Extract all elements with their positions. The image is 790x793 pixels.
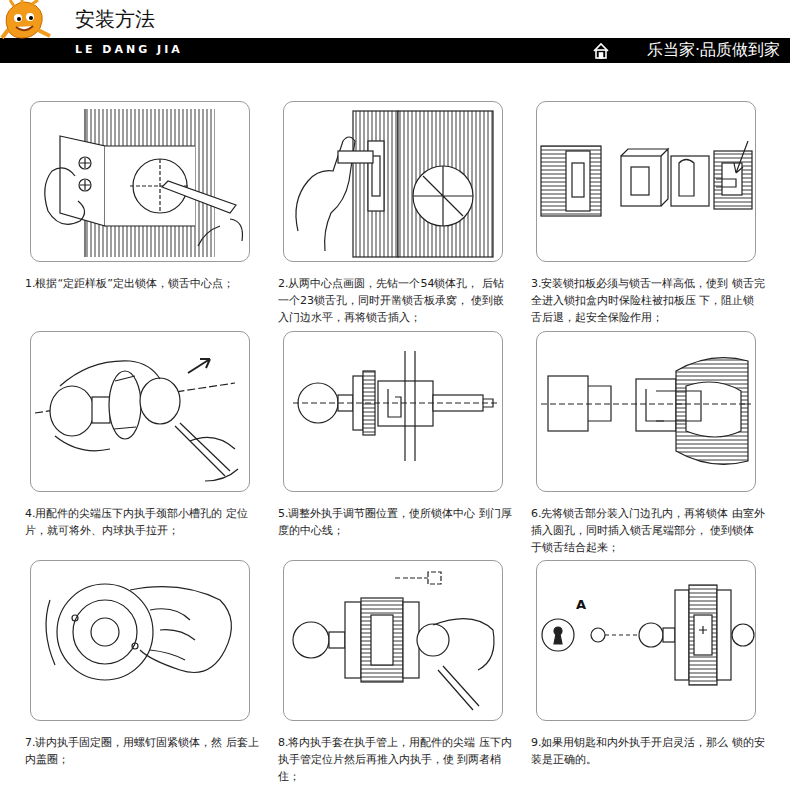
step-panel: 9.如果用钥匙和内外执手开启灵活，那么 锁的安装是正确的。 xyxy=(536,560,756,721)
step-panel: 4.用配件的尖端压下内执手颈部小槽孔的 定位片，就可将外、内球执手拉开； xyxy=(30,331,250,492)
step-caption: 8.将内执手套在执手管上，用配件的尖端 压下内执手管定位片然后再推入内执手，使 … xyxy=(278,734,512,785)
step-caption: 9.如果用钥匙和内外执手开启灵活，那么 锁的安装是正确的。 xyxy=(531,734,765,768)
step-caption: 2.从两中心点画圆，先钻一个54锁体孔， 后钻一个23锁舌孔，同时开凿锁舌板承窝… xyxy=(278,275,512,326)
step-panel: 3.安装锁扣板必须与锁舌一样高低，使到 锁舌完全进入锁扣盒内时保险柱被扣板压 下… xyxy=(536,101,756,262)
mascot-icon xyxy=(2,0,50,38)
step-caption: 4.用配件的尖端压下内执手颈部小槽孔的 定位片，就可将外、内球执手拉开； xyxy=(25,505,259,539)
slogan: 乐当家·品质做到家 xyxy=(647,40,780,61)
page-title: 安装方法 xyxy=(75,6,155,33)
house-icon xyxy=(594,44,608,58)
step-caption: 1.根据“定距样板”定出锁体，锁舌中心点； xyxy=(25,275,259,292)
step-caption: 3.安装锁扣板必须与锁舌一样高低，使到 锁舌完全进入锁扣盒内时保险柱被扣板压 下… xyxy=(531,275,765,326)
step-panel: 6.先将锁舌部分装入门边孔内，再将锁体 由室外插入圆孔，同时插入锁舌尾端部分， … xyxy=(536,331,756,492)
step-panel: 1.根据“定距样板”定出锁体，锁舌中心点； xyxy=(30,101,250,262)
brand-name: LE DANG JIA xyxy=(75,43,183,56)
step-panel: 7.讲内执手固定圈，用螺钉固紧锁体，然 后套上内盖圈； xyxy=(30,560,250,721)
step-panel: 2.从两中心点画圆，先钻一个54锁体孔， 后钻一个23锁舌孔，同时开凿锁舌板承窝… xyxy=(283,101,503,262)
step-caption: 5.调整外执手调节圈位置，使所锁体中心 到门厚度的中心线； xyxy=(278,505,512,539)
step-caption: 6.先将锁舌部分装入门边孔内，再将锁体 由室外插入圆孔，同时插入锁舌尾端部分， … xyxy=(531,505,765,556)
step-panel: 8.将内执手套在执手管上，用配件的尖端 压下内执手管定位片然后再推入内执手，使 … xyxy=(283,560,503,721)
step-caption: 7.讲内执手固定圈，用螺钉固紧锁体，然 后套上内盖圈； xyxy=(25,734,259,768)
part-label: A xyxy=(576,597,586,612)
step-panel: 5.调整外执手调节圈位置，使所锁体中心 到门厚度的中心线； xyxy=(283,331,503,492)
